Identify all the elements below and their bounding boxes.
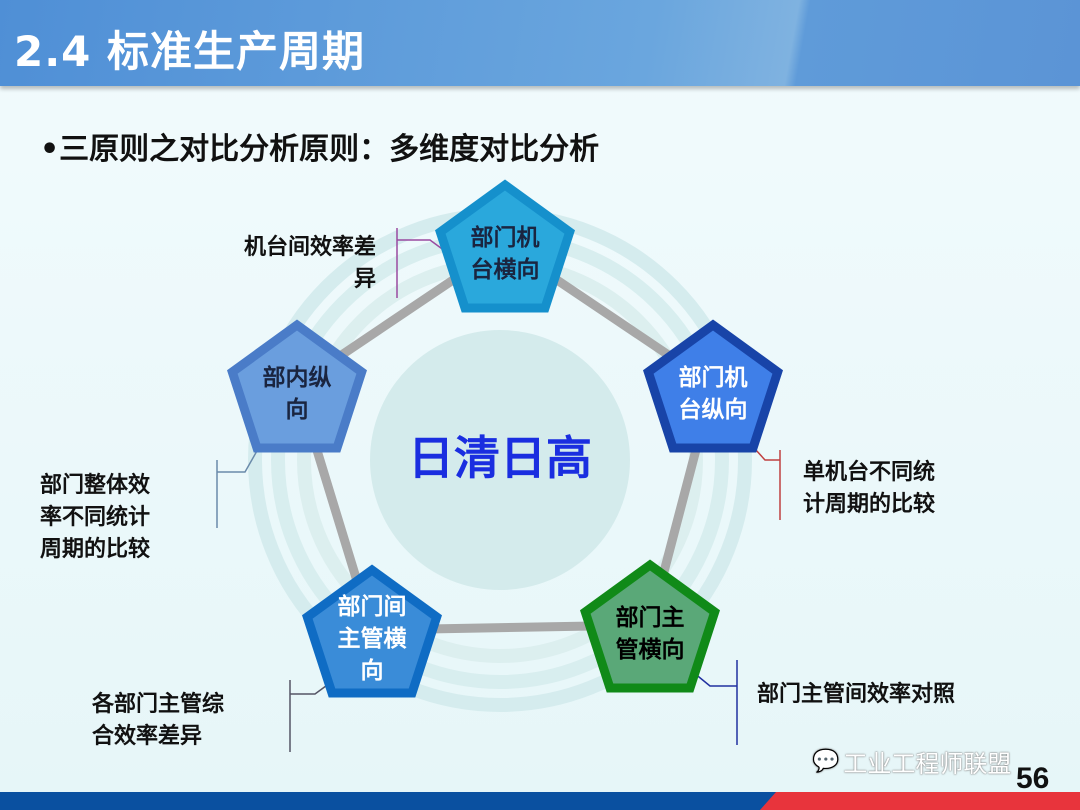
node-left-pentagon <box>227 319 367 453</box>
center-label: 日清日高 <box>408 431 592 485</box>
node-top-pentagon <box>435 179 575 313</box>
callout-bottom-left: 各部门主管综 合效率差异 <box>92 689 224 753</box>
callout-top-line2: 异 <box>353 267 376 292</box>
node-bottom-right-label: 部门主 <box>616 604 685 631</box>
slide-title: 2.4 标准生产周期 <box>14 27 366 76</box>
node-left-label: 部内纵 <box>263 364 332 391</box>
wechat-icon: 💬 <box>812 749 840 774</box>
callout-right: 单机台不同统 计周期的比较 <box>803 457 935 521</box>
footer-bar-red <box>760 792 1080 810</box>
callout-right-line2: 计周期的比较 <box>803 492 936 517</box>
node-bottom-left-label: 向 <box>361 657 384 684</box>
callout-top: 机台间效率差 异 <box>200 232 376 296</box>
node-left-label: 向 <box>286 396 309 423</box>
callout-left: 部门整体效 率不同统计 周期的比较 <box>40 470 150 566</box>
callout-bottom-left-line2: 合效率差异 <box>92 724 203 749</box>
node-bottom-left-label: 部门间 <box>338 593 407 620</box>
node-top-label: 部门机 <box>471 224 540 251</box>
callout-left-line3: 周期的比较 <box>40 537 151 562</box>
callout-right-line1: 单机台不同统 <box>803 460 936 485</box>
footer-bar-blue <box>0 792 780 810</box>
header-bar: 2.4 标准生产周期 <box>0 0 1080 86</box>
node-right-label: 台纵向 <box>679 396 748 423</box>
node-bottom-right-label: 管横向 <box>616 636 685 663</box>
watermark: 💬 工业工程师联盟 <box>812 744 1011 779</box>
callout-bottom-right: 部门主管间效率对照 <box>757 682 956 707</box>
node-bottom-right-pentagon <box>580 559 720 693</box>
bullet-heading: •三原则之对比分析原则：多维度对比分析 <box>40 132 600 167</box>
node-bottom-left-label: 主管横 <box>338 625 407 652</box>
callout-top-line1: 机台间效率差 <box>243 235 376 260</box>
callout-left-line2: 率不同统计 <box>40 505 151 530</box>
callout-bottom-left-line1: 各部门主管综 <box>92 692 225 717</box>
node-right-label: 部门机 <box>679 364 748 391</box>
page-number: 56 <box>1016 762 1050 795</box>
node-right-pentagon <box>643 319 783 453</box>
node-top-label: 台横向 <box>471 256 540 283</box>
watermark-text: 工业工程师联盟 <box>843 750 1012 778</box>
node-bottom-left-pentagon <box>302 564 442 698</box>
callout-left-line1: 部门整体效 <box>40 473 151 498</box>
